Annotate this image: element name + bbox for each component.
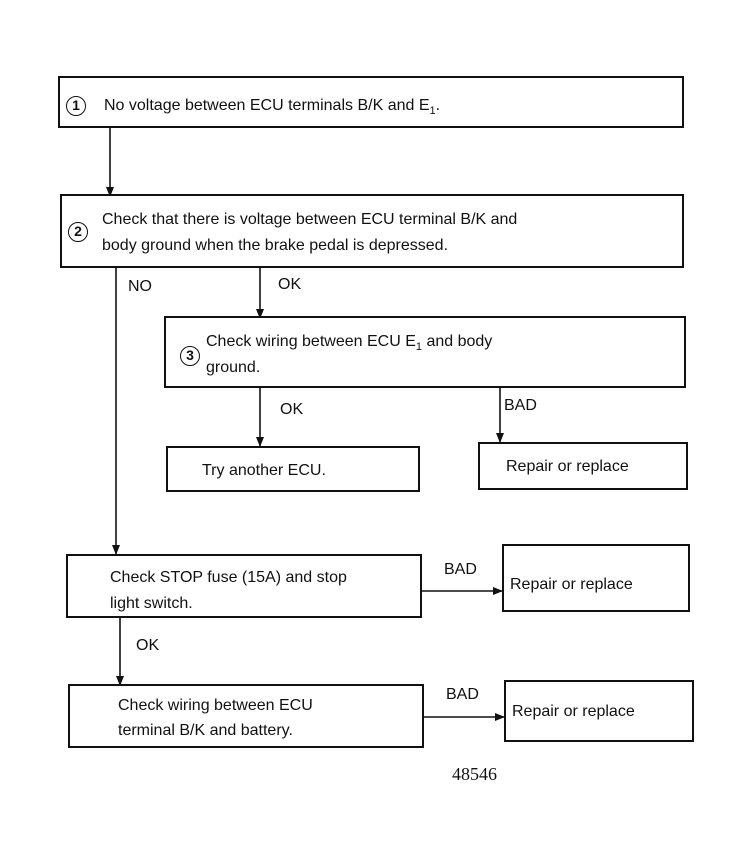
wiring-battery-line-1: Check wiring between ECU: [118, 697, 313, 714]
repair-replace-text-1: Repair or replace: [506, 458, 629, 475]
try-another-ecu-text: Try another ECU.: [202, 462, 326, 479]
label-ok-try-ecu: OK: [280, 401, 304, 418]
step-2-line-2: body ground when the brake pedal is depr…: [102, 237, 449, 254]
step-2-box: 2 Check that there is voltage between EC…: [60, 194, 684, 268]
wiring-battery-line-2: terminal B/K and battery.: [118, 722, 293, 739]
label-ok-step-3: OK: [278, 276, 302, 293]
repair-replace-box-1: Repair or replace: [478, 442, 688, 490]
try-another-ecu-box: Try another ECU.: [166, 446, 420, 492]
label-bad-repair-1: BAD: [504, 397, 537, 414]
step-3-line-1: Check wiring between ECU E1 and body: [206, 333, 493, 354]
step-3-number: 3: [180, 346, 200, 366]
repair-replace-text-2: Repair or replace: [510, 576, 633, 593]
figure-number: 48546: [452, 764, 497, 784]
step-2-number: 2: [68, 222, 88, 242]
label-ok-wiring: OK: [136, 637, 160, 654]
step-1-text: No voltage between ECU terminals B/K and…: [104, 97, 441, 118]
repair-replace-box-2: Repair or replace: [502, 544, 690, 612]
repair-replace-text-3: Repair or replace: [512, 703, 635, 720]
stop-fuse-box: Check STOP fuse (15A) and stop light swi…: [66, 554, 422, 618]
stop-fuse-line-1: Check STOP fuse (15A) and stop: [110, 569, 347, 586]
step-1-number: 1: [66, 96, 86, 116]
label-no: NO: [128, 278, 152, 295]
repair-replace-box-3: Repair or replace: [504, 680, 694, 742]
step-1-box: 1 No voltage between ECU terminals B/K a…: [58, 76, 684, 128]
wiring-battery-box: Check wiring between ECU terminal B/K an…: [68, 684, 424, 748]
label-bad-repair-3: BAD: [446, 686, 479, 703]
stop-fuse-line-2: light switch.: [110, 595, 193, 612]
step-3-line-2: ground.: [206, 359, 261, 376]
step-2-line-1: Check that there is voltage between ECU …: [102, 211, 518, 228]
step-3-box: 3 Check wiring between ECU E1 and body g…: [164, 316, 686, 388]
label-bad-repair-2: BAD: [444, 561, 477, 578]
